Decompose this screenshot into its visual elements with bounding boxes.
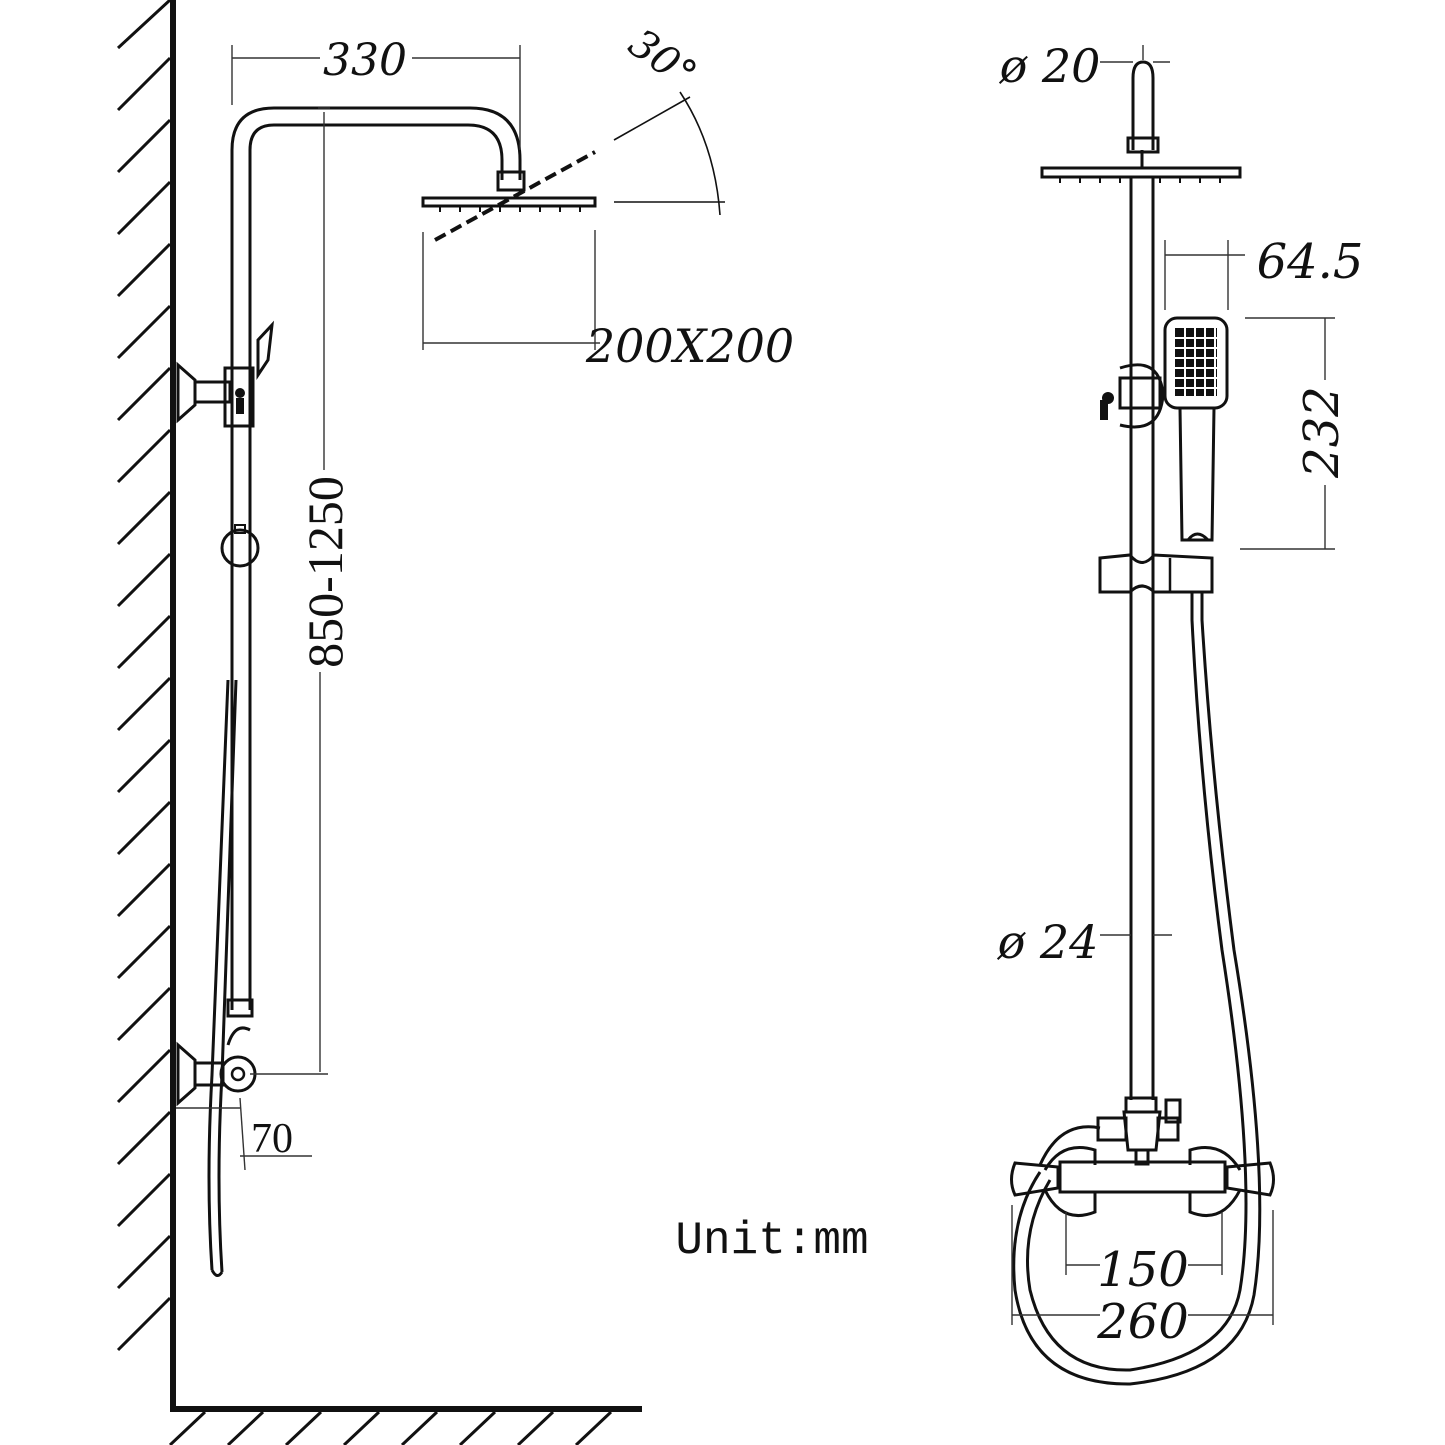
hose-side [207,679,230,1271]
rain-shower-head [421,196,597,208]
rain-head-front [1040,166,1242,179]
head-swivel [496,170,526,192]
arm-length-label: 330 [323,35,407,86]
upper-wall-bracket [176,361,197,424]
top-pipe [1131,60,1155,150]
handshower-length-label: 232 [1294,386,1350,479]
front-view: ø 20 64.5 232 ø 24 15 [997,39,1364,1386]
overall-width-label: 260 [1096,1294,1189,1350]
dim-handshower-length: 232 [1240,317,1350,550]
side-view: 330 30° 200X200 850-1250 70 [176,20,794,1277]
riser-pipe [230,106,522,1010]
dim-inlet-spacing: 150 [1065,1212,1223,1298]
handshower-width-label: 64.5 [1257,234,1364,290]
upper-bracket-front [1119,363,1165,429]
dim-arm-length: 330 [231,35,521,150]
dim-height-range: 850-1250 [250,107,353,1075]
tilt-angle-label: 30° [620,20,704,98]
top-pipe-diameter-label: ø 20 [999,39,1101,93]
wall-offset-label: 70 [251,1116,293,1162]
slider-bracket [1098,553,1214,594]
mixer-handle-left [1010,1161,1060,1197]
height-range-label: 850-1250 [297,476,353,668]
dim-main-pipe-diameter: ø 24 [997,915,1172,969]
dim-overall-width: 260 [1011,1205,1274,1350]
mixer-body [1010,1146,1275,1217]
head-size-label: 200X200 [585,319,794,373]
slide-knob [220,528,260,568]
dim-head-size: 200X200 [422,230,794,373]
floor [168,1406,642,1445]
dim-wall-offset: 70 [176,1097,312,1171]
mixer-knob-side [219,1055,257,1093]
dim-top-pipe-diameter: ø 20 [999,39,1170,93]
handshower-side [256,320,275,380]
wall [116,0,176,1412]
unit-label: Unit:mm [675,1215,868,1267]
hose-front [1026,592,1248,1372]
lower-wall-bracket [176,1041,197,1107]
handshower-front [1163,316,1229,542]
inlet-spacing-label: 150 [1097,1242,1189,1298]
dim-handshower-width: 64.5 [1164,234,1364,310]
mixer-handle-right [1225,1161,1275,1197]
main-pipe-diameter-label: ø 24 [997,915,1099,969]
